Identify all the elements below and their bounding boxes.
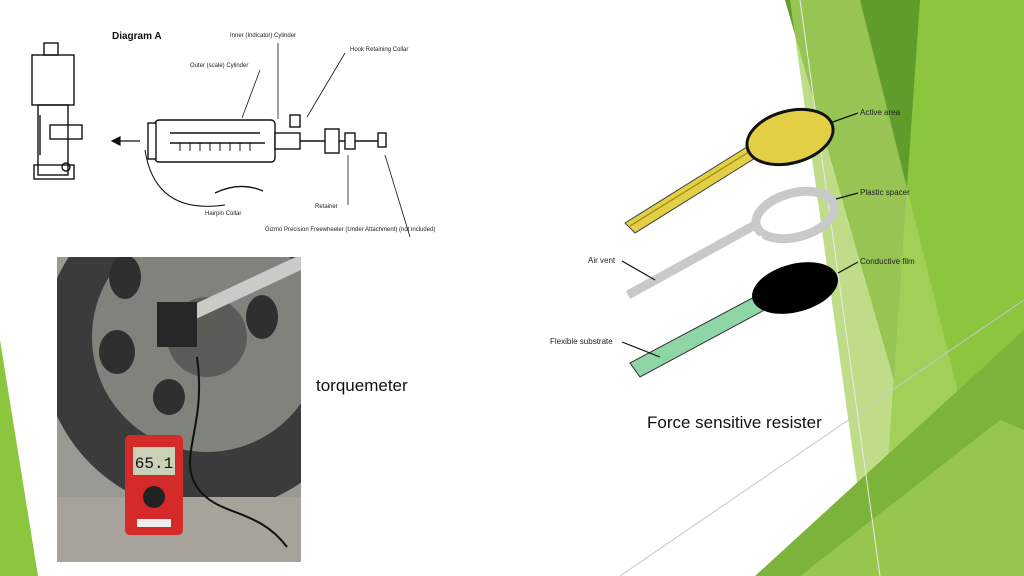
label-active-area: Active area <box>860 108 901 117</box>
digital-meter: 65.1 <box>125 435 183 535</box>
label-inner-cylinder: Inner (Indicator) Cylinder <box>230 33 296 39</box>
gray-accent-line <box>619 299 1024 576</box>
torque-wrench <box>167 257 301 330</box>
layer-conductive-film <box>629 262 838 378</box>
green-shape-bottom-light <box>800 420 1024 576</box>
hairpin-collar-shape <box>214 185 264 194</box>
meter-cable <box>189 356 288 548</box>
layer-active-area <box>624 107 835 234</box>
green-shape-left <box>0 340 38 576</box>
label-retainer: Retainer <box>315 204 338 210</box>
tool-body <box>31 42 83 180</box>
caption-fsr: Force sensitive resister <box>647 413 822 432</box>
photo-illustration: 65.1 <box>57 257 301 562</box>
curved-arrow <box>144 149 226 207</box>
diagram-a: Diagram A <box>31 31 435 238</box>
torquemeter-photo: 65.1 <box>57 257 301 562</box>
meter-reading: 65.1 <box>135 455 173 473</box>
fsr-diagram: Active area Plastic spacer Conductive fi… <box>550 107 915 378</box>
label-freewheeler: Gizmo Precision Freewheeler (Under Attac… <box>265 227 435 233</box>
cylinder <box>147 119 276 163</box>
caption-torquemeter: torquemeter <box>316 376 408 395</box>
arrow-left <box>110 136 140 146</box>
lug-holes <box>99 257 278 415</box>
label-hook-collar: Hook Retaining Collar <box>350 47 408 53</box>
leader-lines <box>241 43 411 238</box>
layer-spacer <box>625 186 839 309</box>
label-plastic-spacer: Plastic spacer <box>860 188 910 197</box>
label-conductive-film: Conductive film <box>860 257 915 266</box>
label-outer-cylinder: Outer (scale) Cylinder <box>190 63 248 69</box>
diagram-a-title: Diagram A <box>112 31 162 42</box>
shaft-assembly <box>274 114 387 154</box>
label-air-vent: Air vent <box>588 256 616 265</box>
label-hairpin-collar: Hairpin Collar <box>205 211 241 217</box>
gray-accent-line-2 <box>799 0 881 576</box>
socket <box>157 302 197 347</box>
fsr-leaders <box>621 112 859 358</box>
cylinder-scale-ticks <box>179 143 251 151</box>
label-flexible-substrate: Flexible substrate <box>550 337 613 346</box>
